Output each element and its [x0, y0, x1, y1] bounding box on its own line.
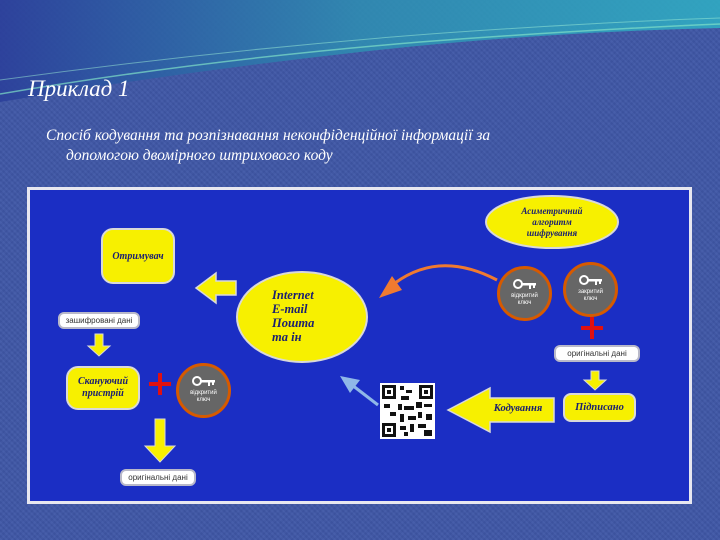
public-key-left-line-2: ключ [196, 397, 211, 403]
private-key-line-1: закритий [578, 289, 603, 295]
slide-title: Приклад 1 [28, 76, 130, 101]
original-data-box: оригінальні дані [120, 469, 196, 486]
arrow-encoding [446, 386, 555, 434]
arrow-down-3 [582, 370, 608, 391]
original-data-label: оригінальні дані [128, 473, 188, 482]
public-key-right-line-1: відкритий [511, 293, 538, 299]
scanner-line-2: пристрій [82, 388, 124, 399]
private-key: закритий ключ [563, 262, 618, 317]
internet-text: Internet E-mail Пошта та ін [272, 288, 314, 344]
scanner-box: Скануючий пристрій [66, 366, 140, 410]
encrypted-data-label: зашифровані дані [65, 316, 133, 325]
algorithm-line-1: Асиметричний [521, 206, 583, 216]
public-key-right: відкритий ключ [497, 266, 552, 321]
public-key-right-line-2: ключ [517, 300, 532, 306]
internet-line-4: та ін [272, 330, 302, 344]
original-data-right-box: оригінальні дані [554, 345, 640, 362]
encoding-label: Кодування [493, 403, 543, 414]
orange-curve-arrow [394, 264, 498, 285]
orange-arrowhead [379, 276, 402, 298]
plus-icon [149, 373, 171, 395]
algorithm-line-3: шифрування [526, 228, 578, 238]
scanner-line-1: Скануючий [77, 376, 129, 387]
signed-box: Підписано [563, 393, 636, 422]
algorithm-text: Асиметричний алгоритм шифрування [492, 206, 612, 239]
algorithm-ellipse [485, 195, 619, 249]
qr-code [380, 383, 435, 439]
public-key-left-line-1: відкритий [190, 390, 217, 396]
public-key-left: відкритий ключ [176, 363, 231, 418]
internet-line-1: Internet [272, 288, 314, 302]
private-key-label: закритий ключ [566, 289, 615, 303]
key-icon [192, 376, 215, 386]
algorithm-line-2: алгоритм [532, 217, 572, 227]
arrow-down-2 [143, 418, 177, 463]
slide-subtitle: Спосіб кодування та розпізнавання неконф… [46, 126, 646, 166]
receiver-label: Отримувач [112, 250, 164, 262]
subtitle-line-1: Спосіб кодування та розпізнавання неконф… [46, 127, 491, 144]
private-key-line-2: ключ [583, 296, 598, 302]
blue-arrow-shaft [351, 383, 379, 407]
internet-line-3: Пошта [272, 316, 315, 330]
key-icon [513, 279, 536, 289]
top-banner [0, 0, 720, 102]
public-key-right-label: відкритий ключ [500, 293, 549, 307]
original-data-right-label: оригінальні дані [567, 349, 627, 358]
signed-label: Підписано [575, 402, 624, 413]
internet-line-2: E-mail [272, 302, 308, 316]
internet-ellipse [236, 271, 368, 363]
subtitle-line-2: допомогою двомірного штрихового коду [66, 147, 333, 164]
arrow-down-1 [86, 333, 112, 357]
key-icon [579, 275, 602, 285]
blue-arrowhead [340, 376, 360, 393]
arrow-to-receiver [194, 271, 237, 305]
receiver-box: Отримувач [101, 228, 175, 284]
encrypted-data-box: зашифровані дані [58, 312, 140, 329]
plus-icon-right [581, 317, 603, 339]
public-key-left-label: відкритий ключ [179, 390, 228, 404]
